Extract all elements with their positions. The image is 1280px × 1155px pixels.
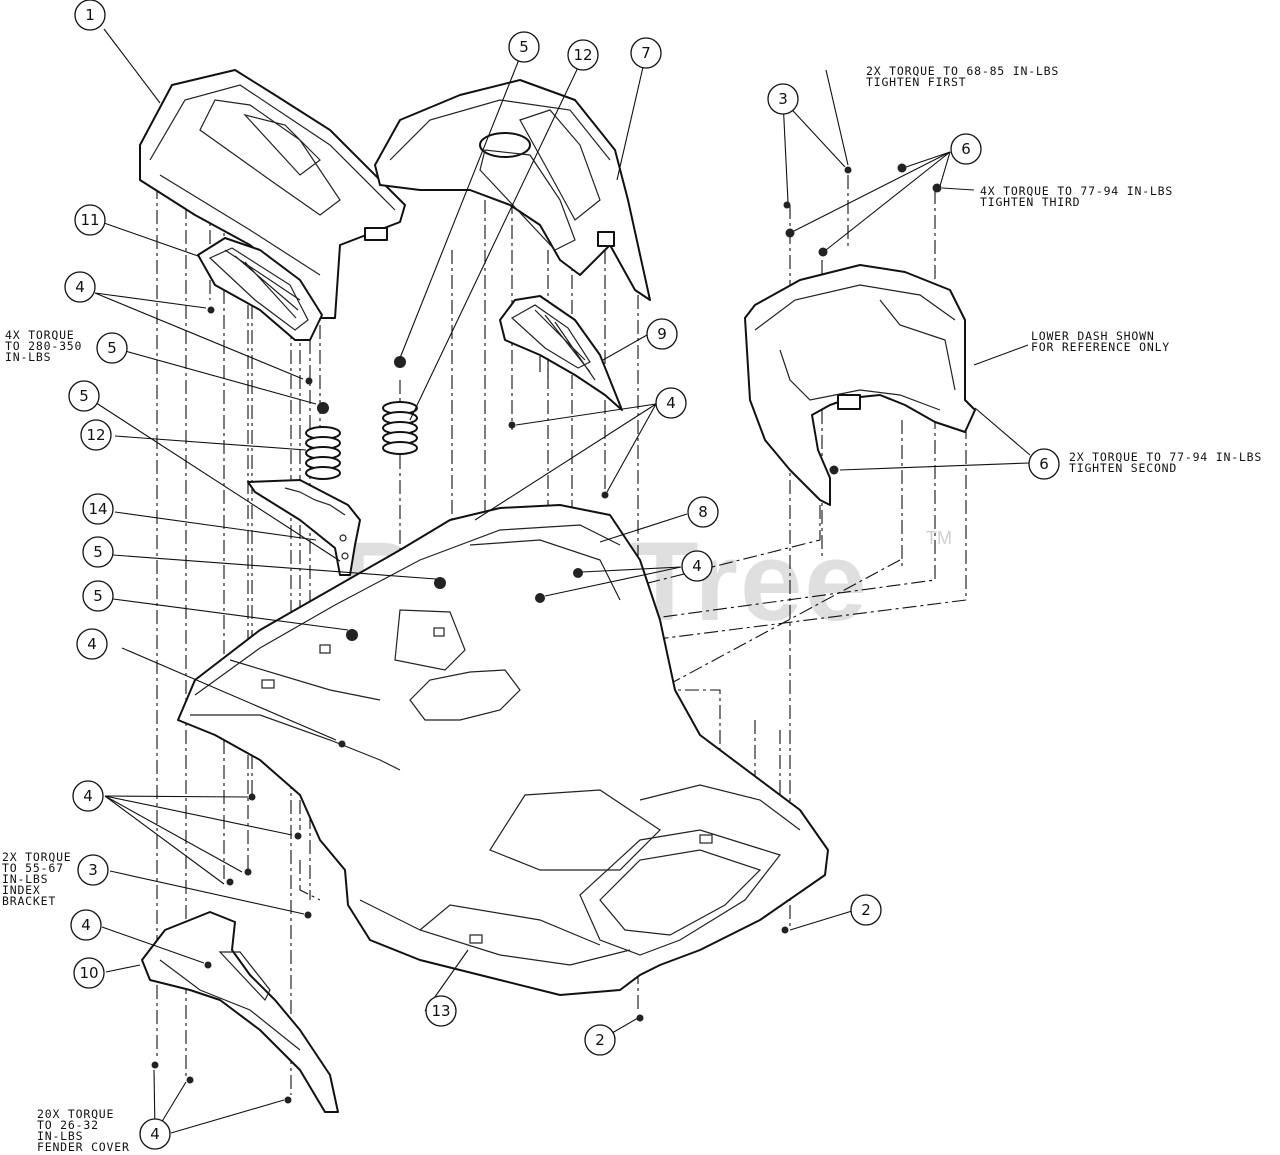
svg-text:TIGHTEN SECOND: TIGHTEN SECOND [1069, 461, 1177, 475]
svg-text:8: 8 [698, 503, 708, 521]
note-lower-dash-reference: LOWER DASH SHOWN FOR REFERENCE ONLY [1031, 329, 1170, 354]
callout-4[interactable]: 4 [70, 909, 102, 941]
svg-text:7: 7 [641, 44, 651, 62]
left-grille-part [197, 237, 323, 341]
svg-text:3: 3 [88, 861, 98, 879]
svg-text:4X TORQUE TO 77-94 IN-LBS: 4X TORQUE TO 77-94 IN-LBS [980, 184, 1173, 198]
lower-dash-part [744, 264, 976, 506]
callout-3[interactable]: 3 [77, 854, 109, 886]
svg-text:IN-LBS: IN-LBS [2, 872, 48, 886]
callout-3[interactable]: 3 [767, 83, 799, 115]
svg-text:4X TORQUE: 4X TORQUE [5, 328, 75, 342]
callout-14[interactable]: 14 [82, 493, 114, 525]
callout-5[interactable]: 5 [508, 31, 540, 63]
svg-text:5: 5 [93, 587, 103, 605]
callout-2[interactable]: 2 [584, 1024, 616, 1056]
svg-text:2: 2 [861, 901, 871, 919]
svg-text:10: 10 [79, 964, 98, 982]
right-grille-part [499, 295, 623, 411]
callout-4[interactable]: 4 [681, 550, 713, 582]
callout-4[interactable]: 4 [76, 628, 108, 660]
note-torque-280-350: 4X TORQUE TO 280-350 IN-LBS [5, 328, 82, 364]
svg-text:4: 4 [75, 278, 85, 296]
svg-text:12: 12 [573, 46, 592, 64]
svg-text:4: 4 [150, 1125, 160, 1143]
hardware-fasteners [151, 163, 942, 1104]
svg-text:IN-LBS: IN-LBS [37, 1129, 83, 1143]
svg-text:2X TORQUE: 2X TORQUE [2, 850, 72, 864]
rear-fender-cover-part [141, 911, 339, 1113]
svg-text:INDEX: INDEX [2, 883, 41, 897]
note-torque-77-94-third: 4X TORQUE TO 77-94 IN-LBS TIGHTEN THIRD [980, 184, 1173, 209]
svg-text:11: 11 [80, 211, 99, 229]
svg-text:TIGHTEN FIRST: TIGHTEN FIRST [866, 75, 966, 89]
svg-text:14: 14 [88, 500, 107, 518]
svg-text:TO 55-67: TO 55-67 [2, 861, 64, 875]
callout-4[interactable]: 4 [72, 780, 104, 812]
fender-cover-part [139, 69, 406, 319]
callout-7[interactable]: 7 [630, 37, 662, 69]
spring-right-part [382, 401, 418, 455]
callout-5[interactable]: 5 [82, 580, 114, 612]
svg-text:4: 4 [87, 635, 97, 653]
callout-5[interactable]: 5 [68, 380, 100, 412]
svg-text:LOWER DASH SHOWN: LOWER DASH SHOWN [1031, 329, 1155, 343]
svg-text:2X TORQUE TO 68-85 IN-LBS: 2X TORQUE TO 68-85 IN-LBS [866, 64, 1059, 78]
svg-text:5: 5 [519, 38, 529, 56]
callout-6[interactable]: 6 [950, 133, 982, 165]
note-torque-26-32: 20X TORQUE TO 26-32 IN-LBS FENDER COVER [37, 1107, 130, 1154]
fender-deck-part [177, 504, 829, 996]
callout-5[interactable]: 5 [96, 332, 128, 364]
svg-text:5: 5 [93, 543, 103, 561]
svg-text:1: 1 [85, 6, 95, 24]
svg-text:BRACKET: BRACKET [2, 894, 56, 908]
svg-text:9: 9 [657, 325, 667, 343]
callout-8[interactable]: 8 [687, 496, 719, 528]
svg-text:4: 4 [83, 787, 93, 805]
svg-text:IN-LBS: IN-LBS [5, 350, 51, 364]
callout-4[interactable]: 4 [655, 387, 687, 419]
callout-2[interactable]: 2 [850, 894, 882, 926]
spring-left-part [305, 426, 341, 480]
svg-text:FOR REFERENCE ONLY: FOR REFERENCE ONLY [1031, 340, 1170, 354]
note-torque-68-85: 2X TORQUE TO 68-85 IN-LBS TIGHTEN FIRST [866, 64, 1059, 89]
svg-text:20X TORQUE: 20X TORQUE [37, 1107, 114, 1121]
callout-9[interactable]: 9 [646, 318, 678, 350]
callout-10[interactable]: 10 [73, 957, 105, 989]
callout-12[interactable]: 12 [80, 419, 112, 451]
svg-text:4: 4 [692, 557, 702, 575]
callout-4[interactable]: 4 [64, 271, 96, 303]
svg-text:2: 2 [595, 1031, 605, 1049]
svg-text:3: 3 [778, 90, 788, 108]
svg-text:13: 13 [431, 1002, 450, 1020]
svg-text:6: 6 [1039, 455, 1049, 473]
callout-11[interactable]: 11 [74, 204, 106, 236]
svg-text:4: 4 [81, 916, 91, 934]
callout-13[interactable]: 13 [425, 995, 457, 1027]
callout-5[interactable]: 5 [82, 536, 114, 568]
svg-text:5: 5 [107, 339, 117, 357]
note-torque-77-94-second: 2X TORQUE TO 77-94 IN-LBS TIGHTEN SECOND [1069, 450, 1262, 475]
svg-text:TO 280-350: TO 280-350 [5, 339, 82, 353]
svg-text:2X TORQUE TO 77-94 IN-LBS: 2X TORQUE TO 77-94 IN-LBS [1069, 450, 1262, 464]
callout-6[interactable]: 6 [1028, 448, 1060, 480]
index-bracket-part [247, 479, 361, 576]
callout-12[interactable]: 12 [567, 39, 599, 71]
upper-dash-part [374, 79, 651, 301]
svg-text:12: 12 [86, 426, 105, 444]
note-torque-55-67: 2X TORQUE TO 55-67 IN-LBS INDEX BRACKET [2, 850, 72, 908]
callout-1[interactable]: 1 [74, 0, 106, 31]
svg-text:TIGHTEN THIRD: TIGHTEN THIRD [980, 195, 1080, 209]
svg-text:5: 5 [79, 387, 89, 405]
svg-text:TO 26-32: TO 26-32 [37, 1118, 99, 1132]
svg-text:6: 6 [961, 140, 971, 158]
svg-text:4: 4 [666, 394, 676, 412]
callout-4[interactable]: 4 [139, 1118, 171, 1150]
svg-text:FENDER COVER: FENDER COVER [37, 1140, 130, 1154]
watermark-trademark: TM [926, 528, 952, 548]
